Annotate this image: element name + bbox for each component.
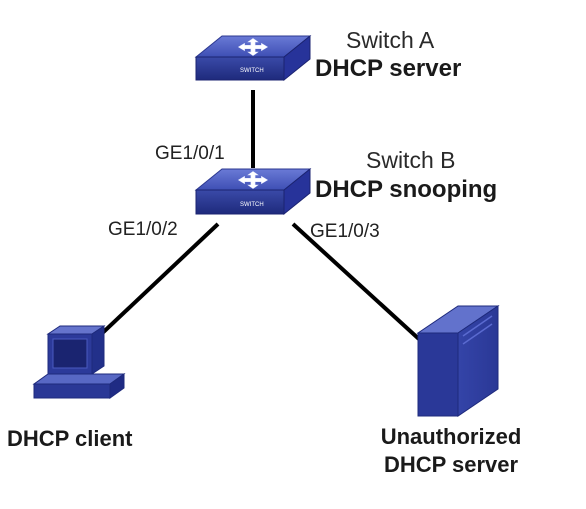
switch-b-icon: SWITCH xyxy=(194,167,312,216)
switch-b-icon-text: SWITCH xyxy=(240,202,264,208)
rogue-server-label-line1: Unauthorized xyxy=(380,424,522,449)
rogue-server-label-line2: DHCP server xyxy=(383,452,519,477)
port-uplink-label: GE1/0/1 xyxy=(155,143,225,164)
switch-a-role: DHCP server xyxy=(315,55,462,82)
link-switch-b-to-rogue-server xyxy=(291,222,422,342)
switch-b-role: DHCP snooping xyxy=(315,176,498,203)
computer-icon xyxy=(32,325,126,399)
switch-a-name: Switch A xyxy=(346,27,435,53)
port-rogue-label: GE1/0/3 xyxy=(310,221,380,242)
client-label: DHCP client xyxy=(7,426,133,451)
server-tower-icon xyxy=(416,305,500,417)
port-client-label: GE1/0/2 xyxy=(108,219,178,240)
switch-a-icon: SWITCH xyxy=(194,34,312,82)
switch-b-name: Switch B xyxy=(366,147,456,173)
switch-a-icon-text: SWITCH xyxy=(240,68,264,74)
link-switch-b-to-client xyxy=(93,222,220,342)
